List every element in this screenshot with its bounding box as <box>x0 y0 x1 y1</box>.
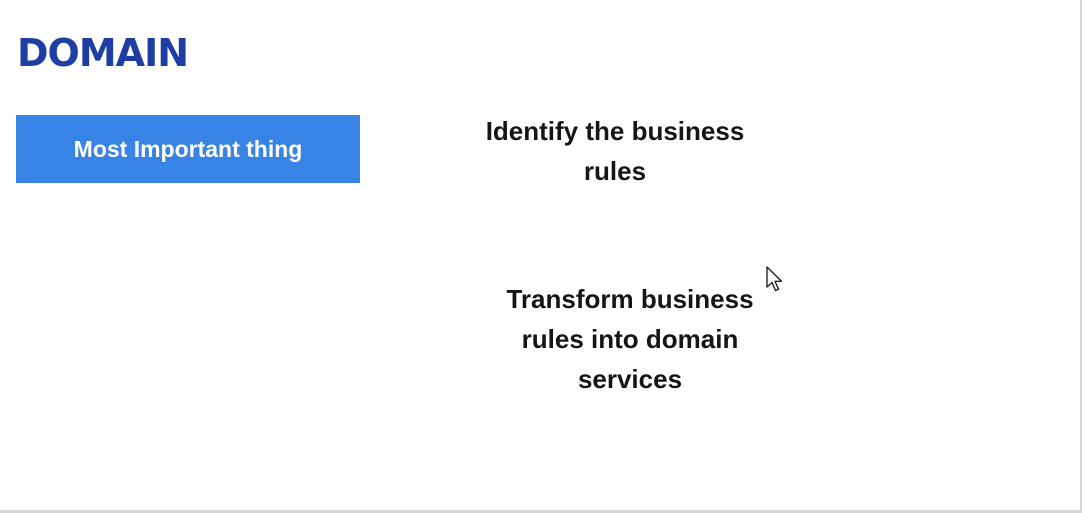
highlight-box: Most Important thing <box>16 115 360 183</box>
highlight-label: Most Important thing <box>73 136 303 162</box>
slide-title: DOMAIN <box>17 31 189 75</box>
mouse-pointer-icon <box>766 266 783 292</box>
point-transform-rules: Transform business rules into domain ser… <box>506 284 754 394</box>
point-identify-rules: Identify the business rules <box>485 116 745 186</box>
